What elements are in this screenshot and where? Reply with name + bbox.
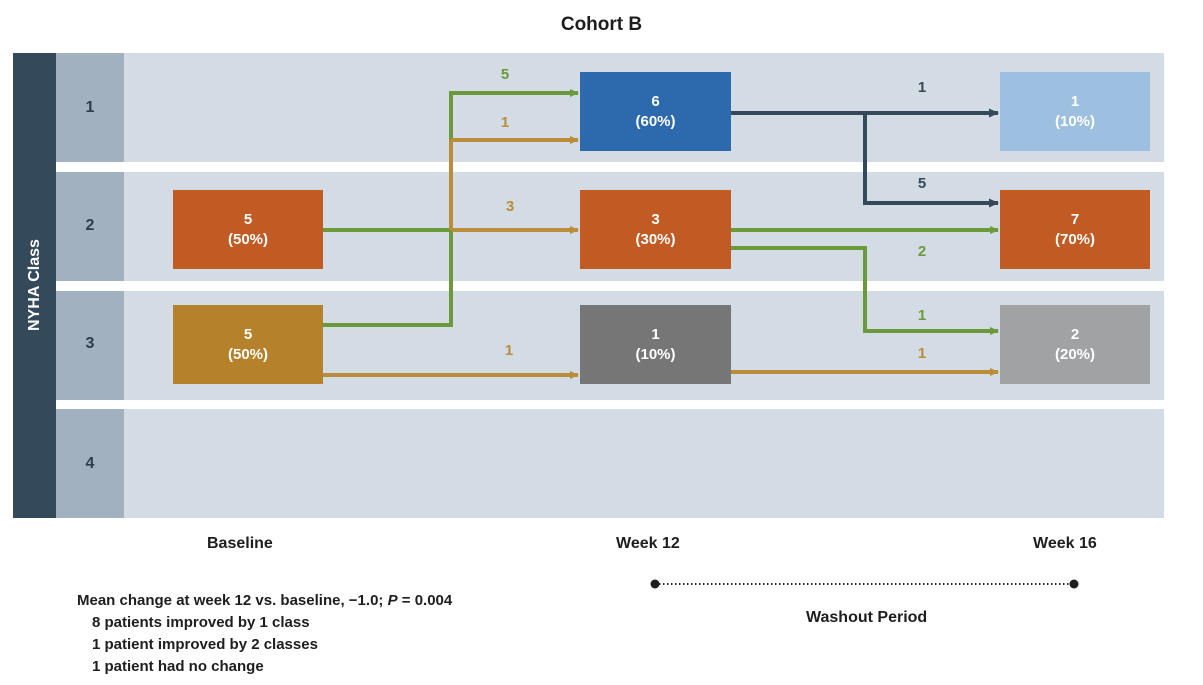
box-count: 1 bbox=[651, 325, 660, 343]
flow-label-b3-w3: 1 bbox=[504, 342, 514, 359]
flow-w1-w16-2 bbox=[863, 113, 999, 208]
box-count: 7 bbox=[1070, 210, 1080, 228]
box-percent: (60%) bbox=[635, 112, 676, 130]
column-label-week16: Week 16 bbox=[1033, 535, 1097, 552]
note-improved-2-classes: 1 patient improved by 2 classes bbox=[92, 636, 318, 653]
flow-label-b3-w1-green: 5 bbox=[500, 66, 510, 83]
box-count: 2 bbox=[1070, 325, 1080, 343]
box-count: 6 bbox=[651, 92, 660, 110]
flow-label-w2-w16-2: 2 bbox=[917, 243, 927, 260]
flow-w2-w16-3 bbox=[731, 246, 999, 335]
class-number-1: 1 bbox=[85, 99, 95, 116]
box-week12-class-3: 1 (10%) bbox=[580, 305, 731, 384]
note-mean-change: Mean change at week 12 vs. baseline, −1.… bbox=[77, 592, 453, 609]
box-week12-class-2: 3 (30%) bbox=[580, 190, 731, 269]
box-baseline-class-2: 5 (50%) bbox=[173, 190, 323, 269]
box-week12-class-1: 6 (60%) bbox=[580, 72, 731, 151]
washout-period-label: Washout Period bbox=[806, 609, 928, 626]
nyha-axis-bar bbox=[13, 53, 56, 518]
class-cell-1 bbox=[56, 53, 124, 162]
diagram-title: Cohort B bbox=[560, 14, 643, 35]
box-week16-class-1: 1 (10%) bbox=[1000, 72, 1150, 151]
box-percent: (30%) bbox=[635, 230, 676, 248]
class-number-4: 4 bbox=[85, 455, 95, 472]
flow-label-b3-w1-gold: 1 bbox=[500, 114, 510, 131]
box-percent: (50%) bbox=[227, 230, 268, 248]
box-percent: (10%) bbox=[635, 345, 676, 363]
row-class-4 bbox=[124, 409, 1164, 518]
note-no-change: 1 patient had no change bbox=[92, 658, 264, 675]
box-count: 3 bbox=[651, 210, 660, 228]
box-percent: (50%) bbox=[227, 345, 268, 363]
washout-end-dot bbox=[1069, 579, 1079, 589]
flow-label-b2-w2: 3 bbox=[505, 198, 515, 215]
column-label-week12: Week 12 bbox=[616, 535, 680, 552]
class-cell-3 bbox=[56, 291, 124, 400]
box-percent: (10%) bbox=[1054, 112, 1095, 130]
washout-start-dot bbox=[650, 579, 660, 589]
box-percent: (70%) bbox=[1054, 230, 1095, 248]
box-week16-class-2: 7 (70%) bbox=[1000, 190, 1150, 269]
box-week16-class-3: 2 (20%) bbox=[1000, 305, 1150, 384]
class-number-2: 2 bbox=[85, 217, 95, 234]
box-baseline-class-3: 5 (50%) bbox=[173, 305, 323, 384]
box-count: 5 bbox=[243, 210, 253, 228]
box-percent: (20%) bbox=[1054, 345, 1095, 363]
flow-label-w1-w16-2: 5 bbox=[917, 175, 927, 192]
flow-label-w2-w16-3: 1 bbox=[917, 307, 927, 324]
box-count: 1 bbox=[1070, 92, 1080, 110]
class-cell-4 bbox=[56, 409, 124, 518]
class-cell-2 bbox=[56, 172, 124, 281]
box-count: 5 bbox=[243, 325, 253, 343]
column-label-baseline: Baseline bbox=[207, 535, 273, 552]
note-improved-1-class: 8 patients improved by 1 class bbox=[92, 614, 310, 631]
flow-label-w1-w16-1: 1 bbox=[917, 79, 927, 96]
class-number-3: 3 bbox=[85, 335, 95, 352]
flow-label-w3-w16-3: 1 bbox=[917, 345, 927, 362]
summary-notes: Mean change at week 12 vs. baseline, −1.… bbox=[77, 590, 452, 678]
